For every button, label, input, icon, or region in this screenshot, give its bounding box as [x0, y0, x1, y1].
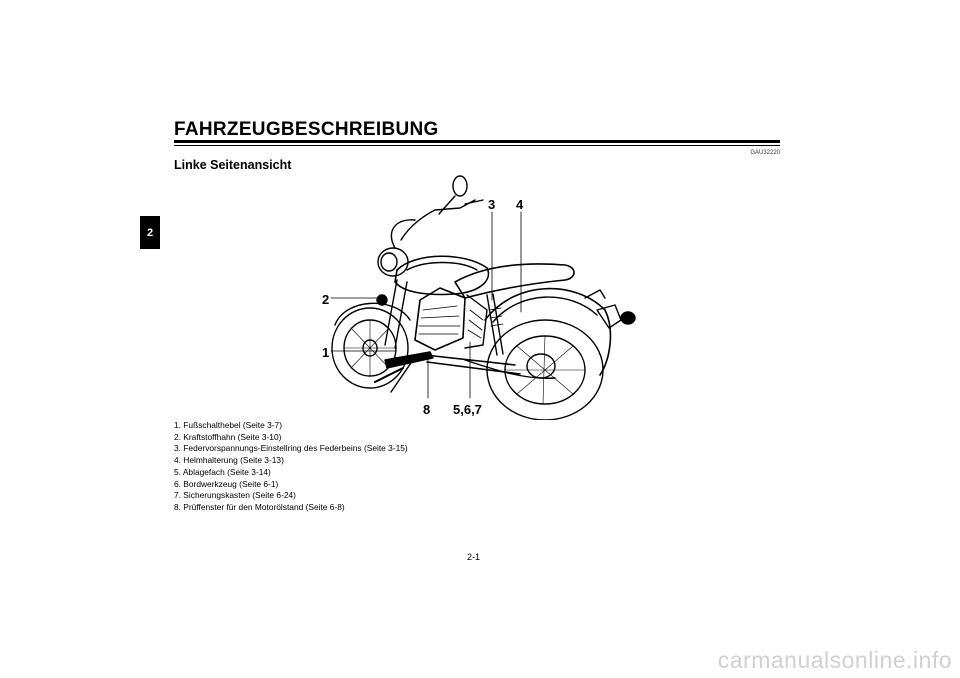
section-heading: Linke Seitenansicht — [174, 158, 292, 172]
motorcycle-illustration — [315, 170, 655, 421]
page-number: 2-1 — [467, 552, 481, 562]
callout-1: 1 — [322, 345, 330, 360]
legend-item: 6. Bordwerkzeug (Seite 6-1) — [174, 478, 279, 489]
front-wheel — [331, 307, 409, 389]
chapter-number: 2 — [146, 226, 154, 239]
watermark: carmanualsonline.info — [717, 647, 952, 673]
title-rule-thick — [174, 140, 780, 143]
legend-item: 8. Prüffenster für den Motorölstand (Sei… — [174, 501, 345, 512]
callout-2: 2 — [322, 292, 330, 307]
legend-item: 5. Ablagefach (Seite 3-14) — [174, 466, 271, 477]
legend-item: 2. Kraftstoffhahn (Seite 3-10) — [174, 431, 282, 442]
callout-8: 8 — [423, 402, 431, 417]
legend-item: 4. Helmhalterung (Seite 3-13) — [174, 455, 284, 466]
callout-5-6-7: 5,6,7 — [453, 402, 482, 417]
chapter-tab: 2 — [140, 216, 160, 249]
parts-legend: 1. Fußschalthebel (Seite 3-7) 2. Kraftst… — [174, 420, 408, 514]
title-rule-thin — [174, 145, 780, 146]
callout-3: 3 — [488, 197, 496, 212]
page-title: FAHRZEUGBESCHREIBUNG — [174, 119, 439, 140]
legend-item: 7. Sicherungskasten (Seite 6-24) — [174, 490, 296, 501]
legend-item: 1. Fußschalthebel (Seite 3-7) — [174, 420, 282, 430]
legend-item: 3. Federvorspannungs-Einstellring des Fe… — [174, 443, 408, 454]
document-code: GAU32220 — [750, 150, 780, 156]
callout-4: 4 — [516, 197, 524, 212]
